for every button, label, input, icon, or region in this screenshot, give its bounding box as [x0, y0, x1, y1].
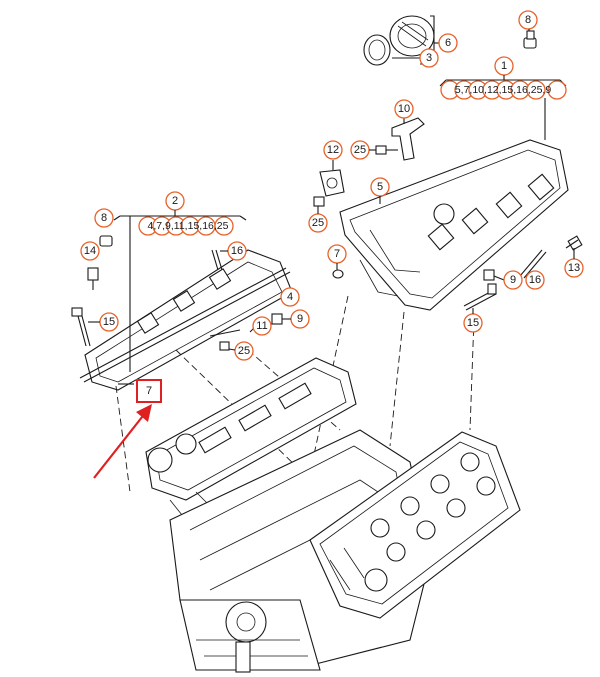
callout-25-c: 25 [234, 341, 254, 361]
svg-text:25: 25 [312, 217, 324, 229]
svg-text:25: 25 [354, 144, 366, 156]
callout-3: 3 [419, 48, 439, 68]
svg-text:8: 8 [101, 212, 107, 224]
svg-text:4,7,9,11,15,16,25: 4,7,9,11,15,16,25 [148, 220, 229, 232]
right-cylinder-head-cover [339, 139, 569, 311]
screw-25b [313, 196, 325, 207]
callout-1: 1 [494, 56, 514, 76]
callout-9-right: 9 [503, 270, 523, 290]
bracket-10 [391, 117, 425, 161]
callout-25-b: 25 [308, 213, 328, 233]
right-cylinder-head [309, 431, 521, 619]
bolt-9-right [483, 269, 505, 281]
callout-6: 6 [438, 33, 458, 53]
svg-text:12: 12 [327, 144, 339, 156]
callout-8-top: 8 [518, 10, 538, 30]
svg-text:1: 1 [501, 60, 507, 72]
seal-ring [363, 34, 391, 66]
callout-9-left: 9 [290, 309, 310, 329]
callout-group-2-list: 4,7,9,11,15,16,25 [138, 216, 234, 236]
screw-25a [375, 145, 398, 155]
callout-7-right: 7 [327, 244, 347, 264]
callout-8-left: 8 [94, 208, 114, 228]
svg-text:9: 9 [297, 313, 303, 325]
svg-text:4: 4 [287, 291, 293, 303]
svg-text:9: 9 [510, 274, 516, 286]
bolt-top-right [523, 30, 537, 49]
washer-14 [87, 267, 99, 290]
svg-text:7: 7 [334, 248, 340, 260]
svg-text:14: 14 [84, 245, 96, 257]
stud-16-right [519, 249, 547, 279]
callout-13: 13 [564, 258, 584, 278]
callout-5: 5 [370, 177, 390, 197]
svg-text:6: 6 [445, 37, 451, 49]
callout-2: 2 [165, 191, 185, 211]
svg-text:7: 7 [146, 385, 152, 397]
red-arrow-indicator [93, 404, 152, 479]
sensor-12 [319, 169, 345, 197]
gasket-4 [79, 267, 287, 379]
svg-text:15: 15 [467, 317, 479, 329]
callout-group-1-list: 5,7,10,12,15,16,25,9 [440, 80, 567, 100]
pin-11 [209, 329, 241, 337]
svg-text:16: 16 [529, 274, 541, 286]
callout-12: 12 [323, 140, 343, 160]
callout-16-left: 16 [227, 241, 247, 261]
svg-text:5: 5 [377, 181, 383, 193]
sensor-13 [565, 235, 583, 251]
svg-text:3: 3 [426, 52, 432, 64]
grommet-7a [332, 269, 344, 279]
callout-15-right: 15 [463, 313, 483, 333]
callout-25-a: 25 [350, 140, 370, 160]
screw-25c [219, 341, 230, 351]
svg-text:16: 16 [231, 245, 243, 257]
callout-7-highlighted: 7 [136, 379, 162, 403]
svg-text:15: 15 [103, 316, 115, 328]
stud-16-left [211, 249, 223, 271]
callout-16-right: 16 [525, 270, 545, 290]
svg-text:25: 25 [238, 345, 250, 357]
svg-text:10: 10 [398, 103, 410, 115]
callout-15-left: 15 [99, 312, 119, 332]
plug-8-left [99, 235, 113, 247]
left-cylinder-head [145, 357, 357, 521]
callout-4: 4 [280, 287, 300, 307]
svg-text:5,7,10,12,15,16,25,9: 5,7,10,12,15,16,25,9 [455, 84, 551, 96]
svg-text:11: 11 [256, 320, 267, 332]
callout-10: 10 [394, 99, 414, 119]
svg-text:8: 8 [525, 14, 531, 26]
bolt-9-left [271, 313, 283, 325]
bolt-15-right [463, 283, 497, 311]
bolt-15-left [71, 307, 91, 347]
callout-14: 14 [80, 241, 100, 261]
callout-11: 11 [252, 316, 272, 336]
svg-text:2: 2 [172, 195, 178, 207]
svg-text:13: 13 [568, 262, 580, 274]
